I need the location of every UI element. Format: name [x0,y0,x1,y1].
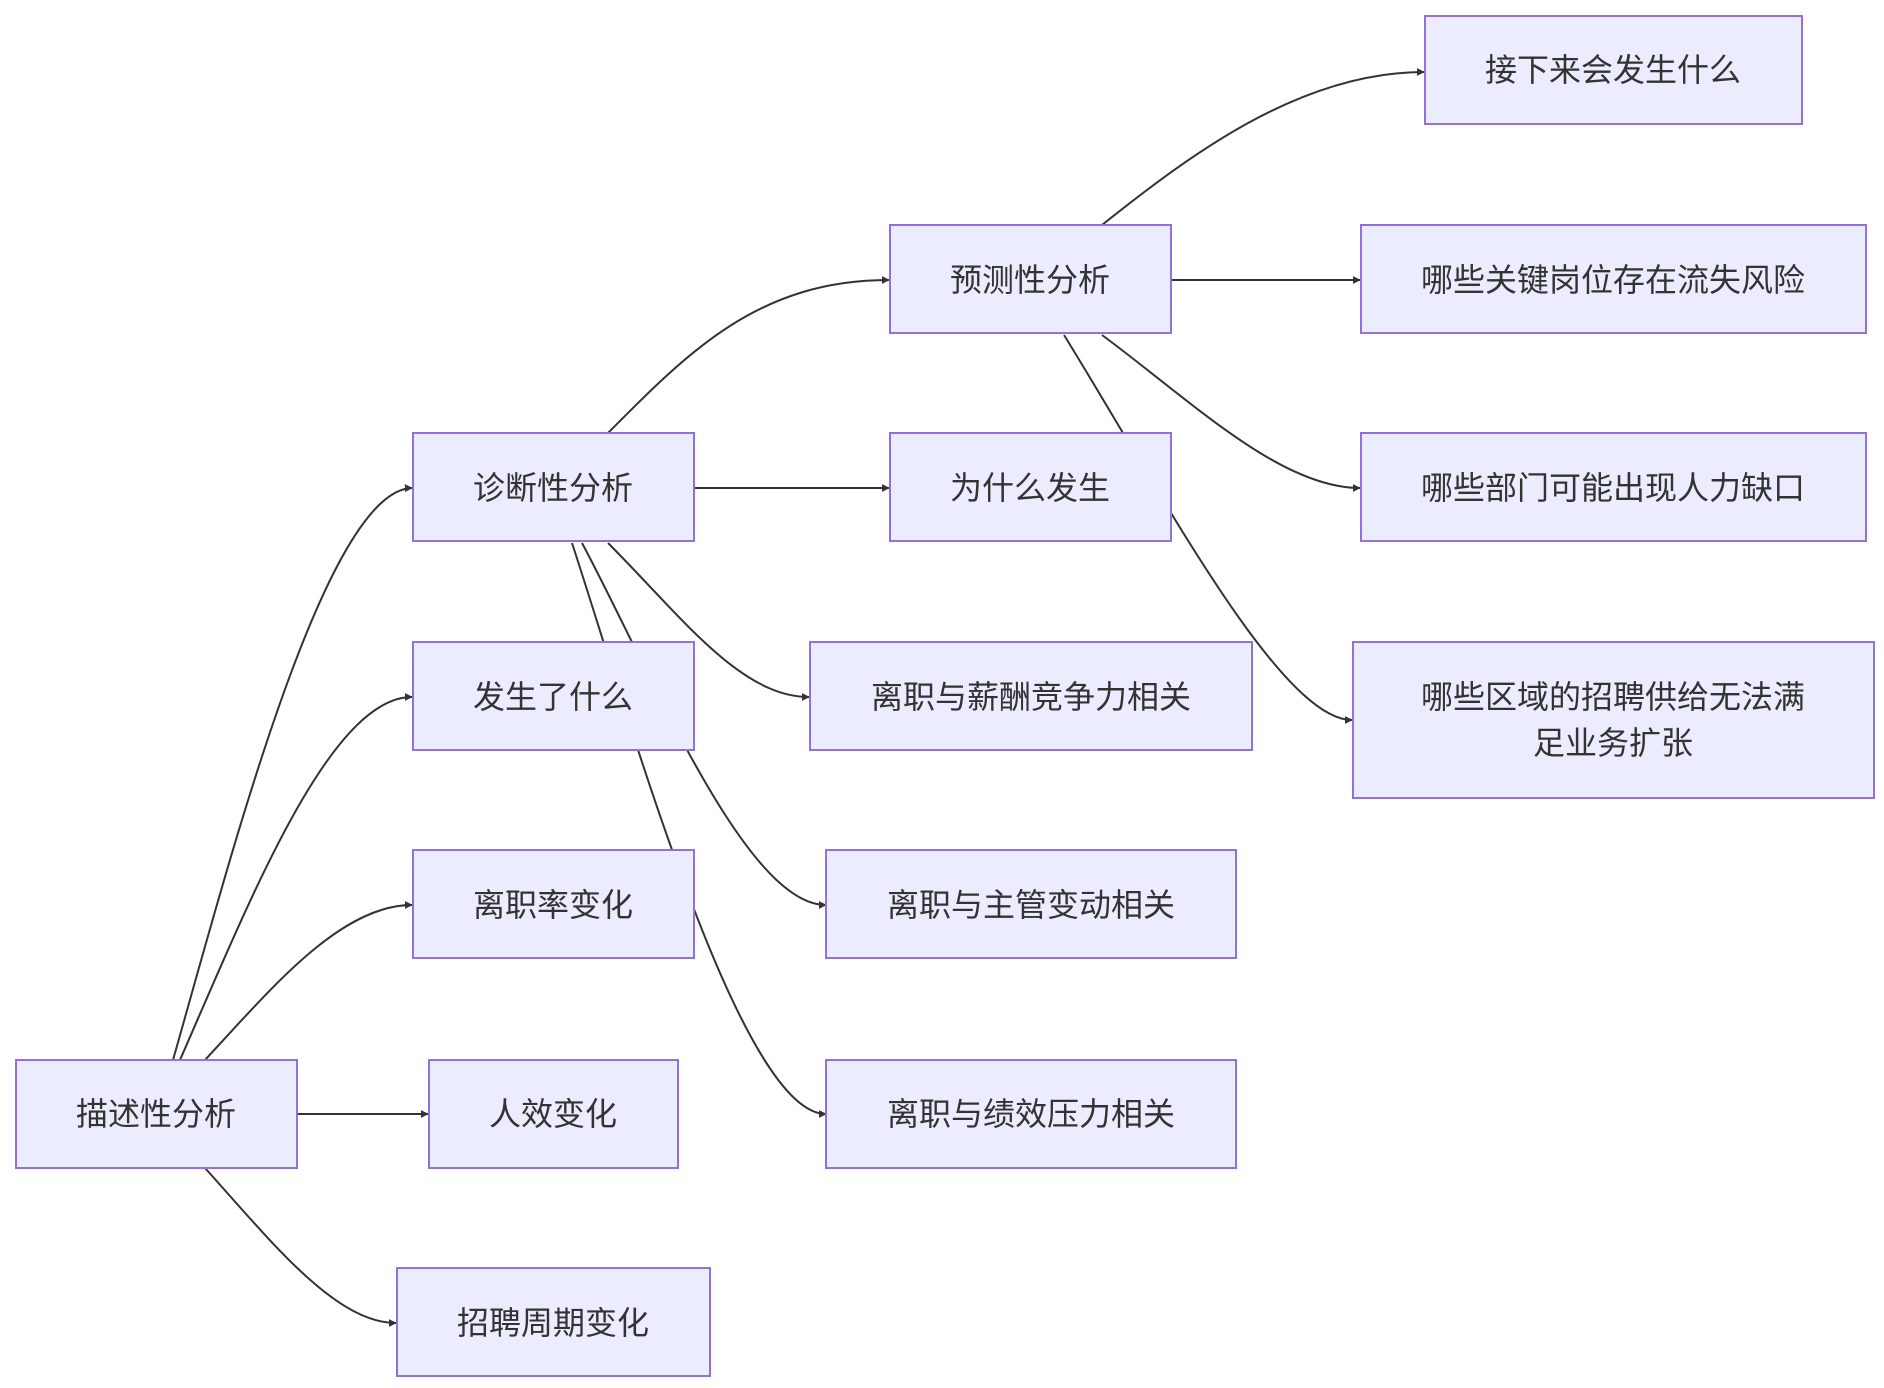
node-diagnostic-analysis[interactable]: 诊断性分析 [412,432,695,542]
edge-descriptive-to-recruit-cycle [204,1167,397,1327]
node-efficiency-change[interactable]: 人效变化 [428,1059,679,1169]
node-label: 离职与主管变动相关 [887,886,1175,924]
node-region-supply[interactable]: 哪些区域的招聘供给无法满 足业务扩张 [1352,641,1875,799]
node-label: 发生了什么 [473,678,633,716]
edge-diagnostic-to-predictive [607,276,890,434]
node-label: 招聘周期变化 [457,1304,649,1342]
node-recruit-cycle-change[interactable]: 招聘周期变化 [396,1267,711,1377]
edges [172,68,1425,1327]
node-turnover-manager[interactable]: 离职与主管变动相关 [825,849,1237,959]
nodes: 描述性分析 诊断性分析 发生了什么 离职率变化 人效变化 招聘周期变化 预测性分… [15,15,1875,1377]
edge-diagnostic-to-turnover-performance [571,542,827,1118]
node-label: 接下来会发生什么 [1485,51,1741,89]
node-label: 哪些部门可能出现人力缺口 [1421,469,1805,507]
edge-diagnostic-to-turnover-manager [581,542,827,909]
edge-descriptive-to-what-happened [179,693,413,1061]
node-label: 人效变化 [489,1095,617,1133]
node-what-next[interactable]: 接下来会发生什么 [1424,15,1803,125]
edge-diagnostic-to-turnover-salary [607,542,810,701]
node-label-line1: 哪些区域的招聘供给无法满 [1421,678,1805,716]
edge-predictive-to-dept-gap [1101,334,1361,492]
node-label: 描述性分析 [76,1095,236,1133]
node-dept-gap[interactable]: 哪些部门可能出现人力缺口 [1360,432,1867,542]
node-label: 离职与薪酬竞争力相关 [871,678,1191,716]
node-key-roles-risk[interactable]: 哪些关键岗位存在流失风险 [1360,224,1867,334]
node-turnover-rate-change[interactable]: 离职率变化 [412,849,695,959]
node-turnover-salary[interactable]: 离职与薪酬竞争力相关 [809,641,1253,751]
node-turnover-performance[interactable]: 离职与绩效压力相关 [825,1059,1237,1169]
node-label: 离职与绩效压力相关 [887,1095,1175,1133]
node-label-line2: 足业务扩张 [1533,724,1693,762]
node-label: 离职率变化 [473,886,633,924]
node-label: 为什么发生 [950,469,1110,507]
node-label: 哪些关键岗位存在流失风险 [1421,261,1805,299]
node-label: 诊断性分析 [473,469,633,507]
node-descriptive-analysis[interactable]: 描述性分析 [15,1059,298,1169]
node-why-happened[interactable]: 为什么发生 [889,432,1172,542]
edge-predictive-to-what-next [1101,68,1425,226]
edge-predictive-to-region-supply [1063,334,1353,724]
edge-descriptive-to-diagnostic [172,484,413,1061]
edge-descriptive-to-turnover-rate [204,901,413,1061]
node-label: 预测性分析 [950,261,1110,299]
node-predictive-analysis[interactable]: 预测性分析 [889,224,1172,334]
node-what-happened[interactable]: 发生了什么 [412,641,695,751]
